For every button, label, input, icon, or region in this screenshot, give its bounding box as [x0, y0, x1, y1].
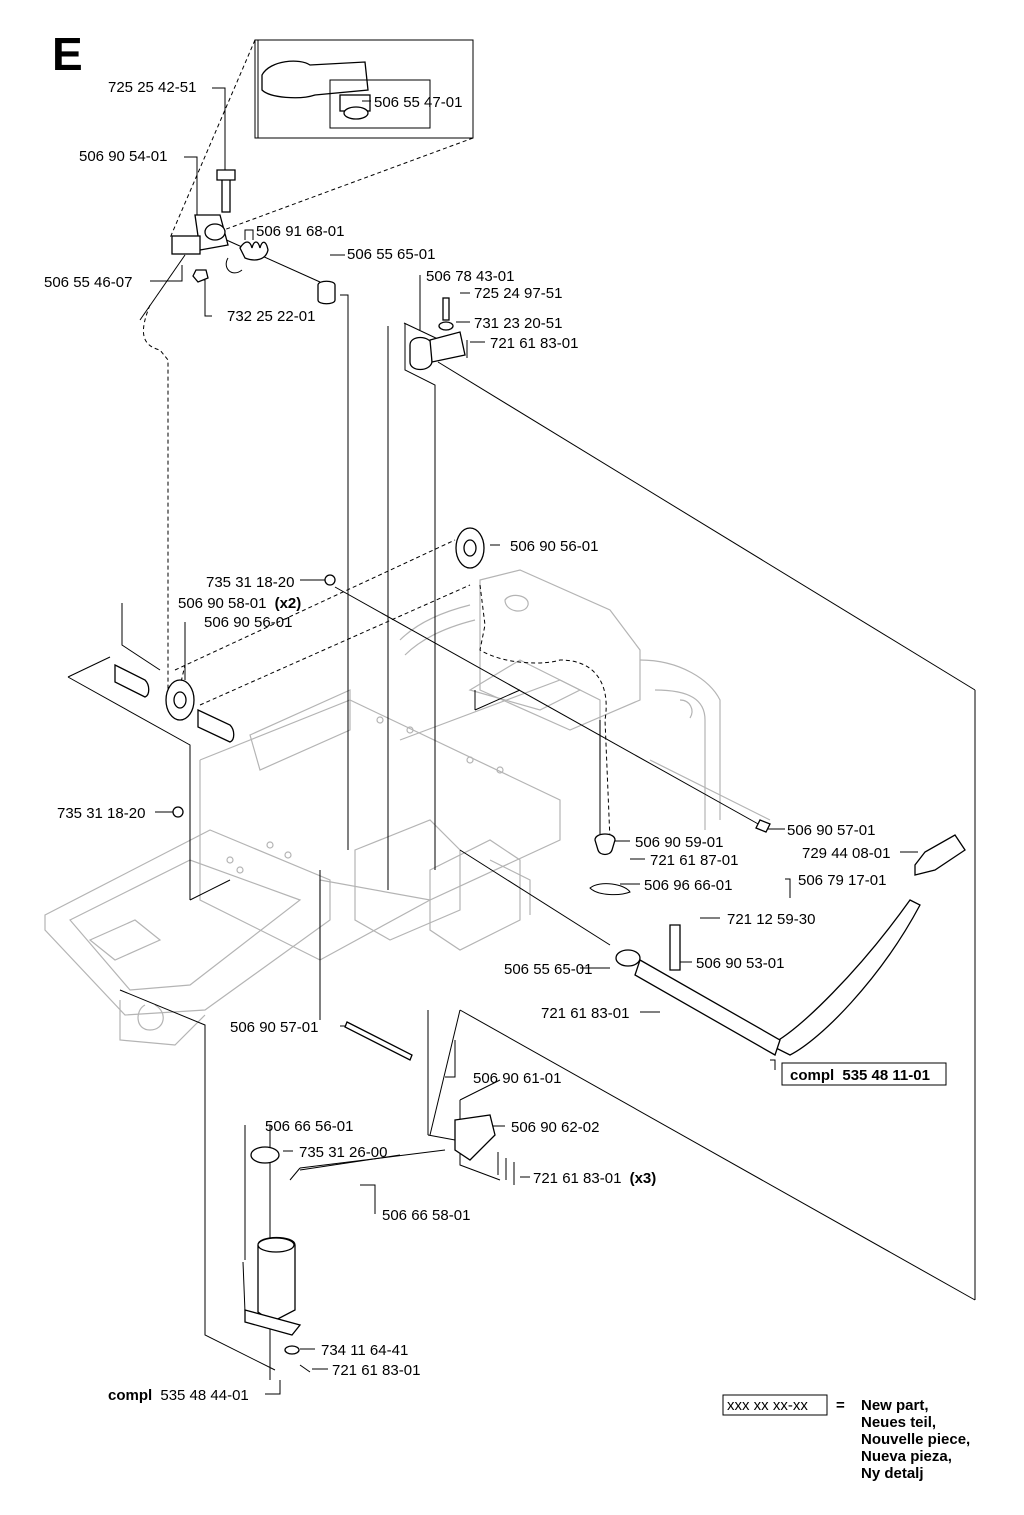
legend-line-es: Nueva pieza,	[861, 1448, 952, 1465]
assembly-prefix: compl	[108, 1387, 152, 1404]
quantity: (x3)	[630, 1170, 657, 1187]
part-label: 506 55 65-01	[504, 961, 592, 978]
part-label: 506 90 56-01	[204, 614, 292, 631]
part-label: 506 90 62-02	[511, 1119, 599, 1136]
assembly-label: compl 535 48 11-01	[790, 1067, 930, 1084]
part-labels: 725 25 42-51 506 55 47-01 506 90 54-01 5…	[44, 79, 890, 1379]
part-number: 721 61 83-01	[533, 1170, 621, 1187]
part-label: 721 61 83-01 (x3)	[533, 1170, 656, 1187]
assembly-number: 535 48 44-01	[160, 1387, 248, 1404]
part-label: 725 25 42-51	[108, 79, 196, 96]
chassis-frame	[44, 569, 771, 1046]
legend-equals: =	[836, 1397, 845, 1414]
part-label: 506 90 56-01	[510, 538, 598, 555]
part-label: 506 91 68-01	[256, 223, 344, 240]
part-label: 721 61 83-01	[332, 1362, 420, 1379]
part-label: 731 23 20-51	[474, 315, 562, 332]
part-label: 725 24 97-51	[474, 285, 562, 302]
part-label: 732 25 22-01	[227, 308, 315, 325]
part-label: 721 61 87-01	[650, 852, 738, 869]
part-label: 506 55 46-07	[44, 274, 132, 291]
assembly-labels: compl 535 48 11-01 compl 535 48 44-01	[108, 1062, 947, 1404]
part-label: 721 12 59-30	[727, 911, 815, 928]
leader-lines	[67, 39, 976, 1395]
parts	[114, 169, 966, 1373]
part-label: 506 96 66-01	[644, 877, 732, 894]
part-label: 721 61 83-01	[490, 335, 578, 352]
assembly-prefix: compl	[790, 1067, 834, 1084]
legend-line-sv: Ny detalj	[861, 1465, 924, 1482]
legend-line-de: Neues teil,	[861, 1414, 936, 1431]
part-label: 734 11 64-41	[321, 1342, 408, 1359]
legend: xxx xx xx-xx = New part, Neues teil, Nou…	[722, 1394, 970, 1482]
part-label: 735 31 18-20	[206, 574, 294, 591]
part-label: 506 90 53-01	[696, 955, 784, 972]
part-label: 506 90 57-01	[787, 822, 875, 839]
part-number: 506 90 58-01	[178, 595, 266, 612]
legend-line-en: New part,	[861, 1397, 929, 1414]
section-letter: E	[52, 28, 83, 80]
assembly-label: compl 535 48 44-01	[108, 1387, 249, 1404]
legend-sample: xxx xx xx-xx	[727, 1397, 808, 1414]
part-label: 506 90 57-01	[230, 1019, 318, 1036]
part-label: 721 61 83-01	[541, 1005, 629, 1022]
part-label: 729 44 08-01	[802, 845, 890, 862]
part-label: 506 79 17-01	[798, 872, 886, 889]
part-label: 506 55 47-01	[374, 94, 462, 111]
part-label: 506 90 59-01	[635, 834, 723, 851]
part-label: 735 31 26-00	[299, 1144, 387, 1161]
assembly-number: 535 48 11-01	[842, 1067, 930, 1084]
part-label: 506 90 61-01	[473, 1070, 561, 1087]
legend-line-fr: Nouvelle piece,	[861, 1431, 970, 1448]
part-label: 735 31 18-20	[57, 805, 145, 822]
part-label: 506 90 58-01 (x2)	[178, 595, 301, 612]
part-label: 506 90 54-01	[79, 148, 167, 165]
part-label: 506 55 65-01	[347, 246, 435, 263]
part-label: 506 66 56-01	[265, 1118, 353, 1135]
quantity: (x2)	[275, 595, 302, 612]
part-label: 506 78 43-01	[426, 268, 514, 285]
part-label: 506 66 58-01	[382, 1207, 470, 1224]
